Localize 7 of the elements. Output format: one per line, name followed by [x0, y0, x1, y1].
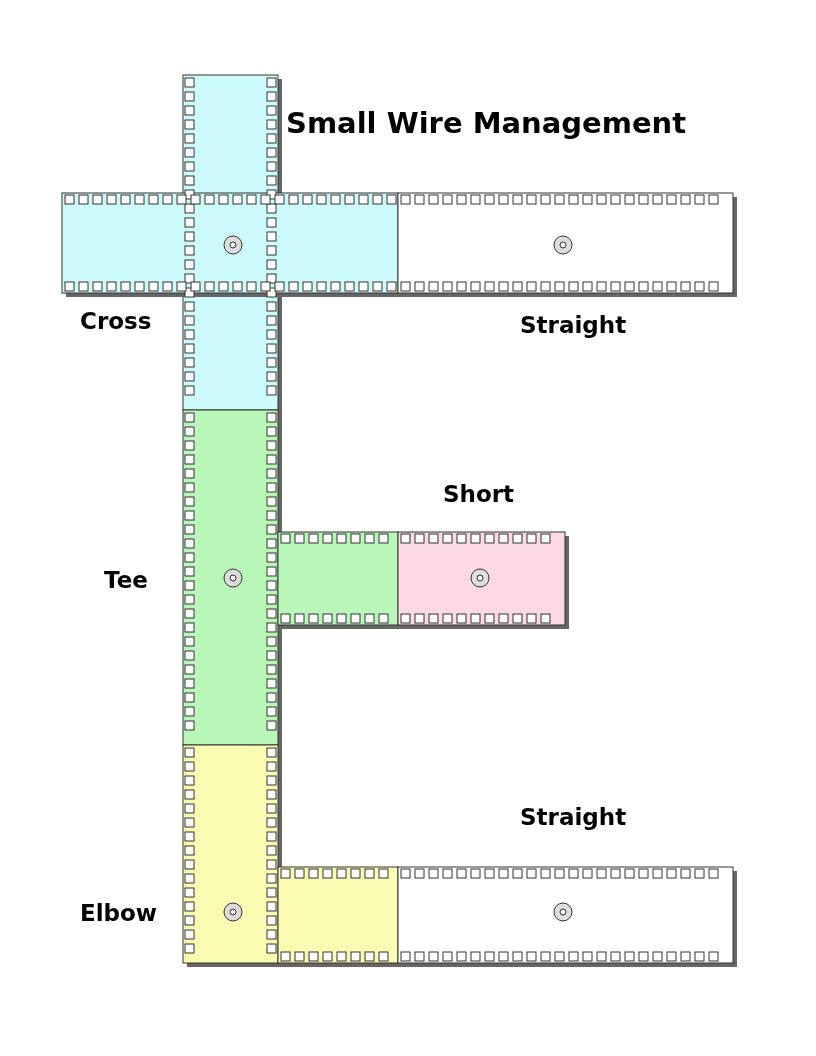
- diagram-title: Small Wire Management: [286, 106, 687, 140]
- part-name: Short: [443, 481, 515, 507]
- part-name: Cross: [80, 308, 152, 334]
- part-name: Straight: [520, 804, 627, 830]
- part-name: Tee: [104, 567, 148, 593]
- part-name: Elbow: [80, 900, 158, 926]
- part-name: Straight: [520, 312, 627, 338]
